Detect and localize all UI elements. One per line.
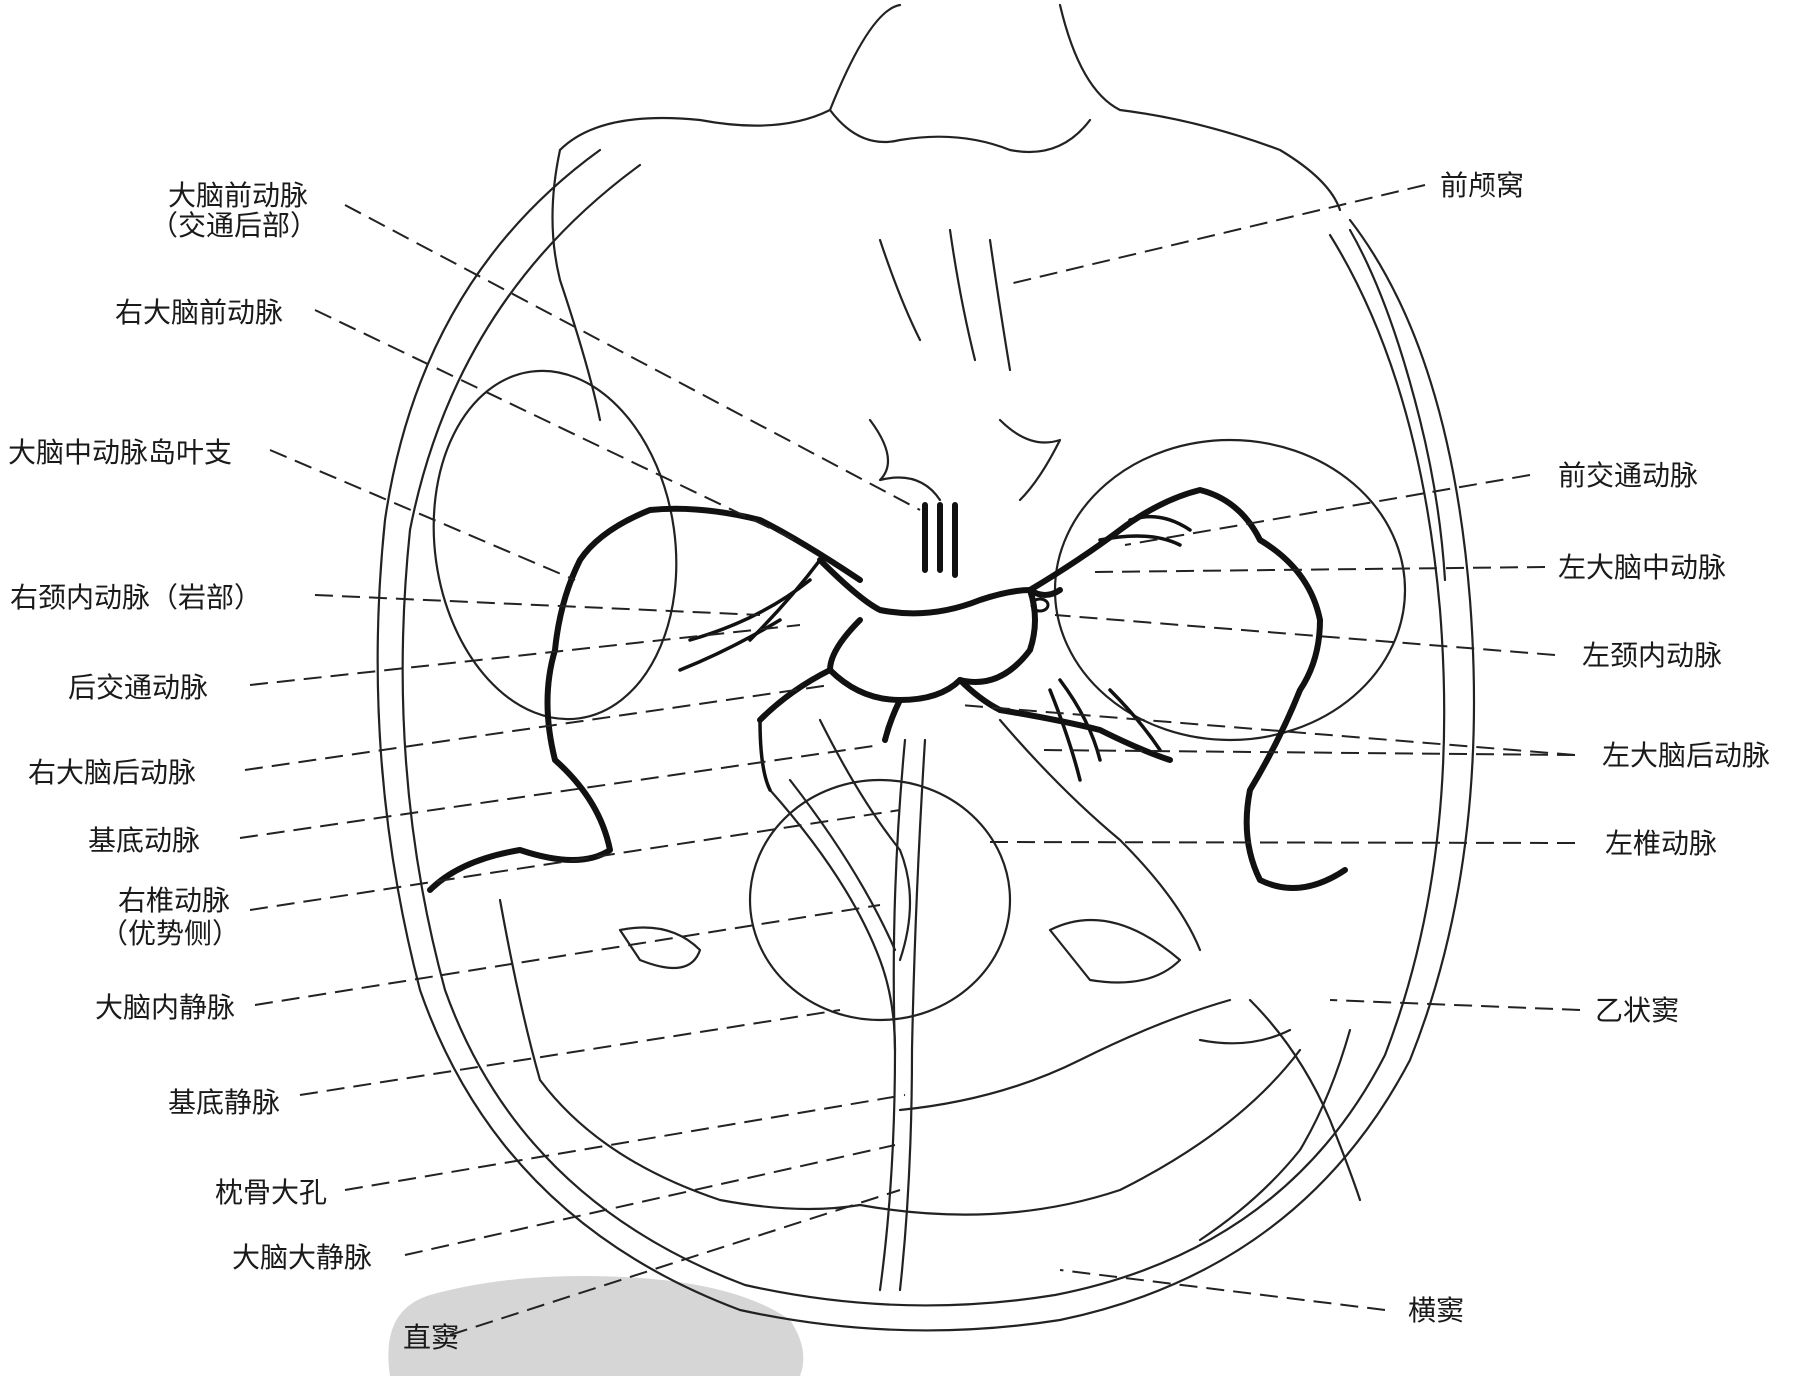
label-internal-cerebral-vein: 大脑内静脉 (95, 991, 235, 1024)
label-straight-sinus: 直窦 (403, 1321, 459, 1354)
label-right-pca: 右大脑后动脉 (28, 756, 196, 789)
label-left-ica: 左颈内动脉 (1582, 639, 1722, 672)
label-right-aca: 右大脑前动脉 (115, 296, 283, 329)
arterial-vessels (430, 490, 1345, 890)
label-mca-insular: 大脑中动脉岛叶支 (8, 436, 232, 469)
label-right-ica-petrous: 右颈内动脉（岩部） (10, 581, 262, 614)
label-aca-postcomm-1: 大脑前动脉 (168, 179, 308, 212)
label-left-va: 左椎动脉 (1605, 827, 1717, 860)
labels-right: 前颅窝 前交通动脉 左大脑中动脉 左颈内动脉 左大脑后动脉 左椎动脉 乙状窦 横… (1408, 169, 1770, 1327)
label-basilar: 基底动脉 (88, 824, 200, 857)
label-acom: 前交通动脉 (1558, 459, 1698, 492)
label-right-va-1: 右椎动脉 (118, 884, 230, 917)
label-foramen-magnum: 枕骨大孔 (215, 1176, 327, 1209)
label-pcom: 后交通动脉 (68, 671, 208, 704)
label-great-cerebral-vein: 大脑大静脉 (232, 1241, 372, 1274)
label-left-pca: 左大脑后动脉 (1602, 739, 1770, 772)
label-left-mca: 左大脑中动脉 (1558, 551, 1726, 584)
label-anterior-fossa: 前颅窝 (1440, 169, 1524, 202)
arterial-branches (680, 517, 1190, 790)
label-aca-postcomm-2: （交通后部） (150, 209, 318, 242)
label-transverse-sinus: 横窦 (1408, 1294, 1464, 1327)
label-basal-vein: 基底静脉 (168, 1086, 280, 1119)
label-right-va-2: （优势侧） (100, 917, 240, 950)
labels-left: 大脑前动脉 （交通后部） 右大脑前动脉 大脑中动脉岛叶支 右颈内动脉（岩部） 后… (8, 179, 459, 1354)
label-sigmoid-sinus: 乙状窦 (1595, 994, 1679, 1027)
